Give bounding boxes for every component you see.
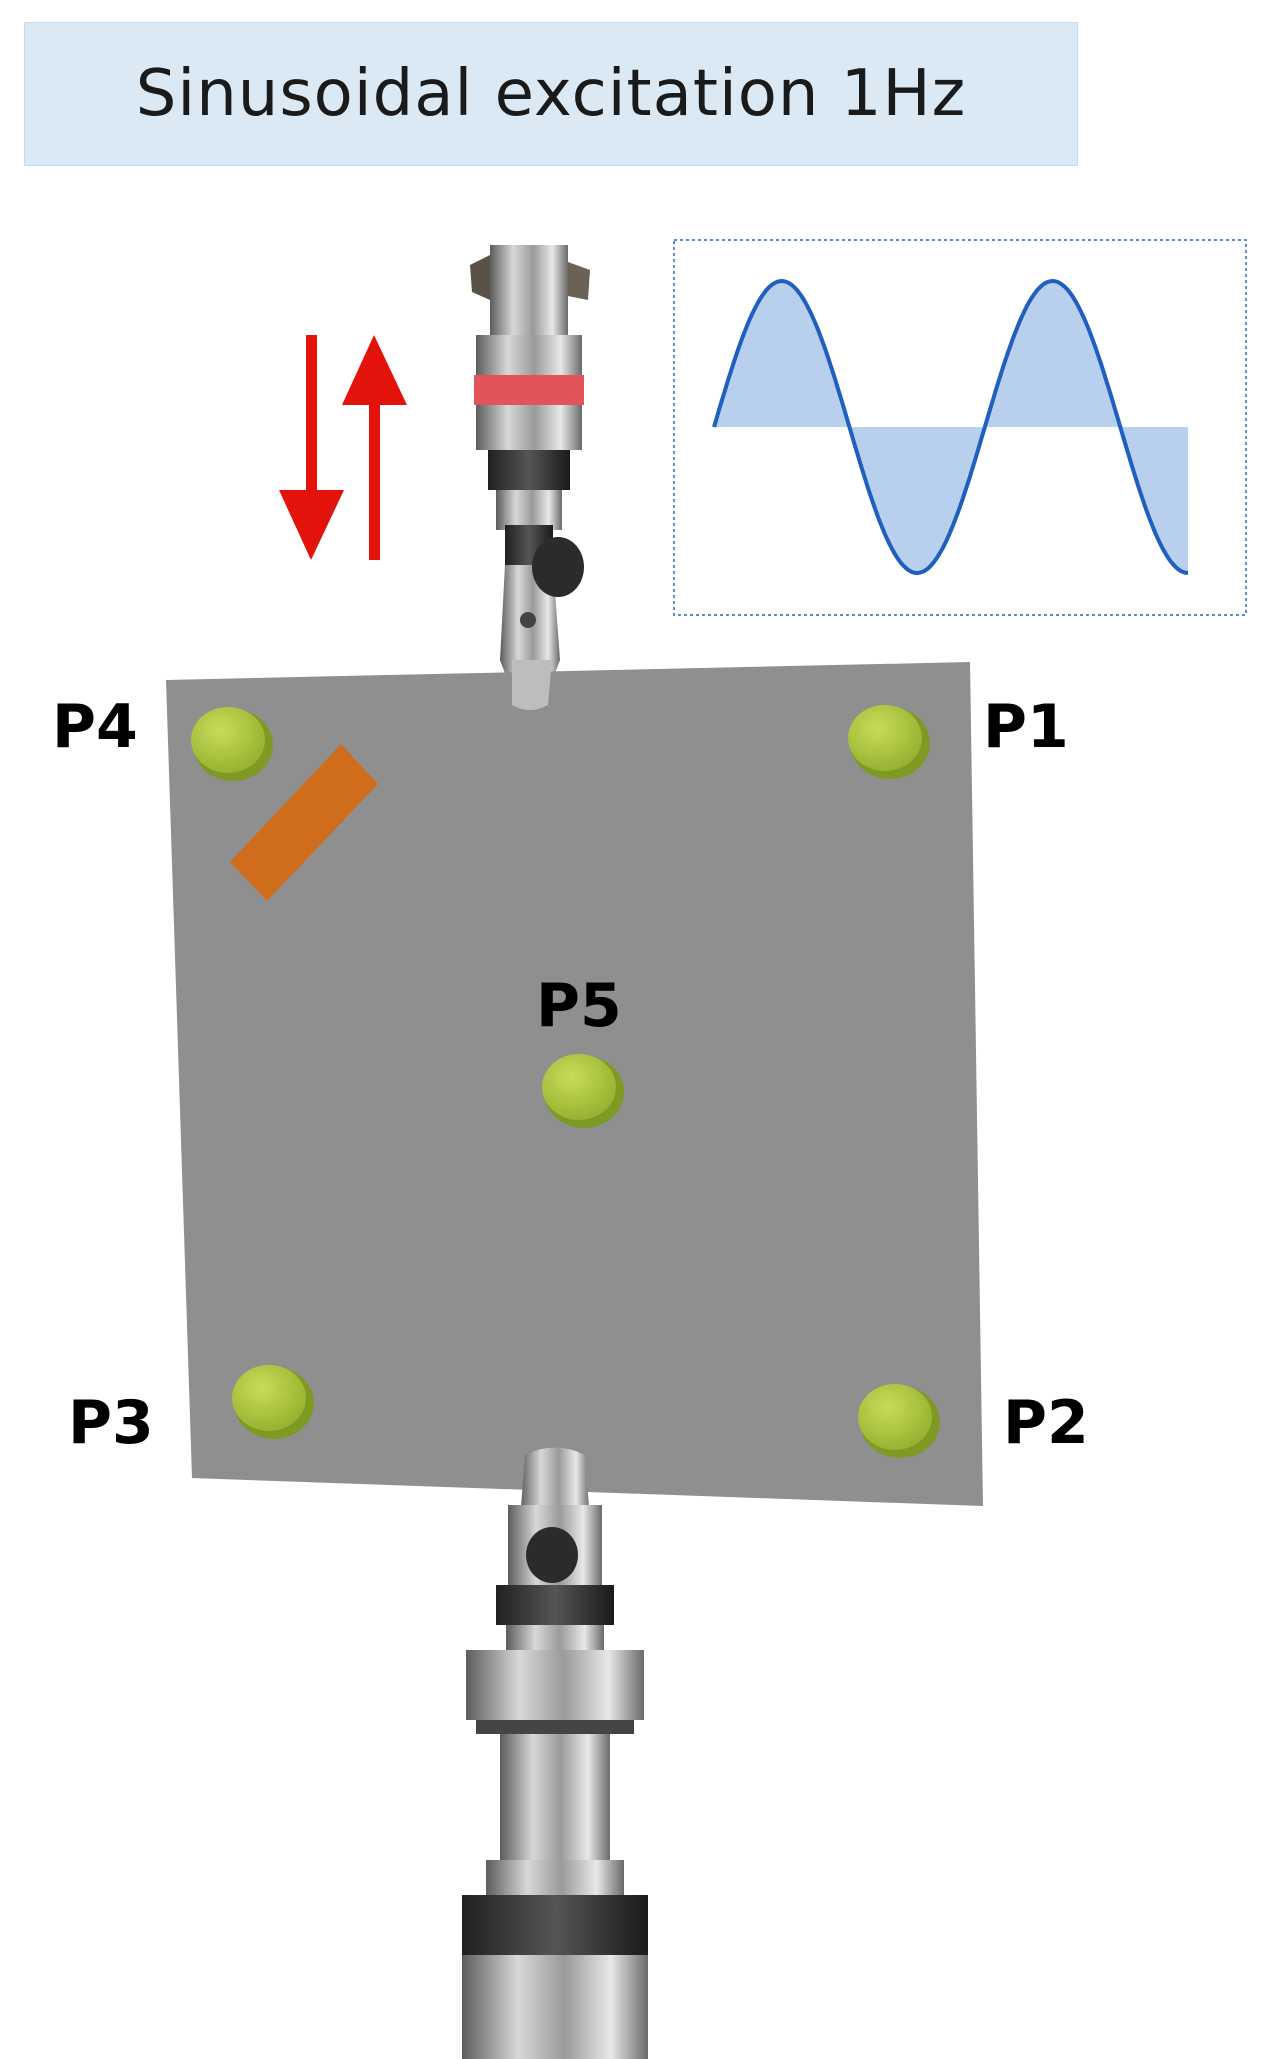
sine-wave-icon <box>673 239 1247 616</box>
marker-p5 <box>542 1054 624 1128</box>
marker-p3 <box>232 1365 314 1439</box>
upper-clamp-tip <box>512 660 552 710</box>
marker-p1 <box>848 705 930 779</box>
double-arrow-up-down-icon <box>279 335 407 560</box>
marker-p2 <box>858 1384 940 1458</box>
point-label-p4: P4 <box>52 692 138 762</box>
point-label-p1: P1 <box>983 692 1069 762</box>
lower-actuator <box>462 1447 648 2059</box>
title-box: Sinusoidal excitation 1Hz <box>24 22 1078 166</box>
strain-sensor <box>230 744 378 901</box>
diagram-title: Sinusoidal excitation 1Hz <box>135 57 967 131</box>
upper-actuator <box>470 245 590 700</box>
point-label-p3: P3 <box>68 1388 154 1458</box>
marker-p4 <box>191 707 273 781</box>
point-label-p5: P5 <box>536 971 622 1041</box>
point-label-p2: P2 <box>1003 1388 1089 1458</box>
